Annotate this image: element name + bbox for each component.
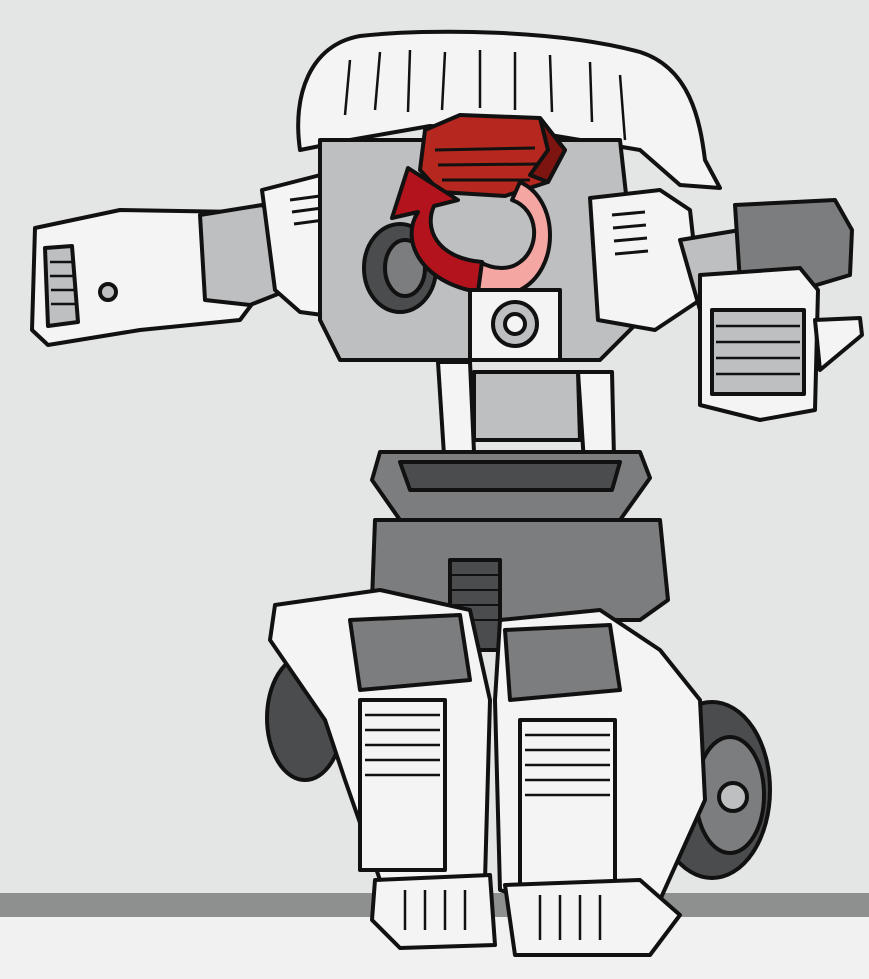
- right-leg-door-slats: [525, 733, 610, 797]
- right-foot: [503, 878, 682, 957]
- hip-connector-right: [576, 370, 616, 464]
- right-arm-vent: [710, 308, 806, 396]
- right-arm-clip: [813, 316, 864, 372]
- right-foot-slots: [538, 895, 602, 940]
- left-arm-bolt: [98, 282, 118, 302]
- right-leg-cap: [503, 623, 622, 702]
- waist-cylinder: [472, 370, 582, 442]
- left-leg-cap: [348, 613, 472, 692]
- right-arm-vent-slats: [716, 324, 800, 376]
- red-chest-panel-side: [528, 116, 567, 184]
- right-leg-door: [518, 718, 617, 892]
- rotate-arrow-icon: [390, 166, 484, 294]
- left-foot-slots: [403, 890, 467, 930]
- left-leg-door-slats: [365, 713, 440, 777]
- leg-wheel-right-hub: [717, 781, 749, 813]
- left-leg-door: [358, 698, 447, 872]
- roof-ribs: [343, 49, 627, 141]
- chest-bolt: [503, 312, 527, 336]
- hip-connector-left: [436, 360, 476, 457]
- left-arm-vent-slats: [50, 260, 77, 306]
- red-chest-panel-lines: [434, 146, 541, 182]
- robot-head-roof: [296, 29, 722, 190]
- left-arm-outer: [30, 208, 257, 347]
- left-arm-vent: [43, 244, 80, 328]
- left-foot: [370, 873, 497, 950]
- right-shoulder-vents: [611, 210, 649, 256]
- right-shoulder: [588, 188, 702, 332]
- robot: [30, 29, 864, 957]
- waist-tray-inner: [398, 460, 622, 492]
